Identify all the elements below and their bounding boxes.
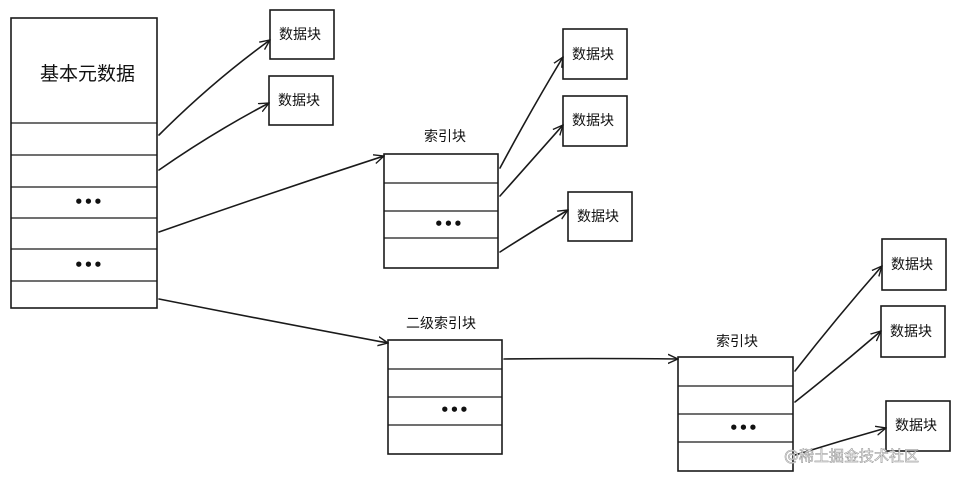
arrow-index-2-to-data-6 xyxy=(794,266,882,372)
inode-ellipsis-2: ••• xyxy=(74,256,103,274)
data-block-2: 数据块 xyxy=(268,75,334,126)
arrow-double-index-to-index-2 xyxy=(503,359,678,360)
svg-text:数据块: 数据块 xyxy=(890,324,932,340)
index-block-1-label: 索引块 xyxy=(424,128,466,145)
index-block-2: ••• xyxy=(677,356,794,472)
svg-text:数据块: 数据块 xyxy=(895,418,937,434)
svg-text:数据块: 数据块 xyxy=(279,27,321,43)
arrow-index-2-to-data-8 xyxy=(794,428,886,456)
double-index-block-label: 二级索引块 xyxy=(406,315,476,332)
svg-text:数据块: 数据块 xyxy=(891,257,933,273)
data-block-5: 数据块 xyxy=(567,191,633,242)
arrows xyxy=(158,40,886,456)
arrow-index-2-to-data-7 xyxy=(794,331,881,403)
arrow-inode-to-data-1 xyxy=(158,40,270,136)
inode-ellipsis-1: ••• xyxy=(74,193,103,211)
arrow-index-1-to-data-5 xyxy=(499,210,568,253)
data-block-3: 数据块 xyxy=(562,28,628,80)
index-block-2-ellipsis: ••• xyxy=(729,419,758,437)
data-block-1: 数据块 xyxy=(269,9,335,60)
svg-text:数据块: 数据块 xyxy=(577,209,619,225)
watermark: @稀土掘金技术社区 xyxy=(784,447,919,465)
svg-text:数据块: 数据块 xyxy=(572,47,614,63)
data-block-8: 数据块 xyxy=(885,400,951,452)
arrow-inode-to-index-1 xyxy=(158,156,384,233)
index-block-2-label: 索引块 xyxy=(716,333,758,350)
svg-text:数据块: 数据块 xyxy=(278,93,320,109)
arrow-inode-to-double-index xyxy=(158,298,388,343)
svg-text:数据块: 数据块 xyxy=(572,113,614,129)
index-block-1: ••• xyxy=(383,153,499,269)
double-index-block-ellipsis: ••• xyxy=(440,401,469,419)
arrow-inode-to-data-2 xyxy=(158,102,269,171)
arrow-index-1-to-data-4 xyxy=(499,125,563,197)
data-block-6: 数据块 xyxy=(881,238,947,291)
double-index-block: ••• xyxy=(387,339,503,455)
inode-block: 基本元数据 ••• ••• xyxy=(10,17,158,309)
data-block-4: 数据块 xyxy=(562,95,628,147)
arrow-index-1-to-data-3 xyxy=(499,57,563,169)
data-block-7: 数据块 xyxy=(880,305,946,358)
inode-title: 基本元数据 xyxy=(40,63,135,85)
index-block-1-ellipsis: ••• xyxy=(434,215,463,233)
